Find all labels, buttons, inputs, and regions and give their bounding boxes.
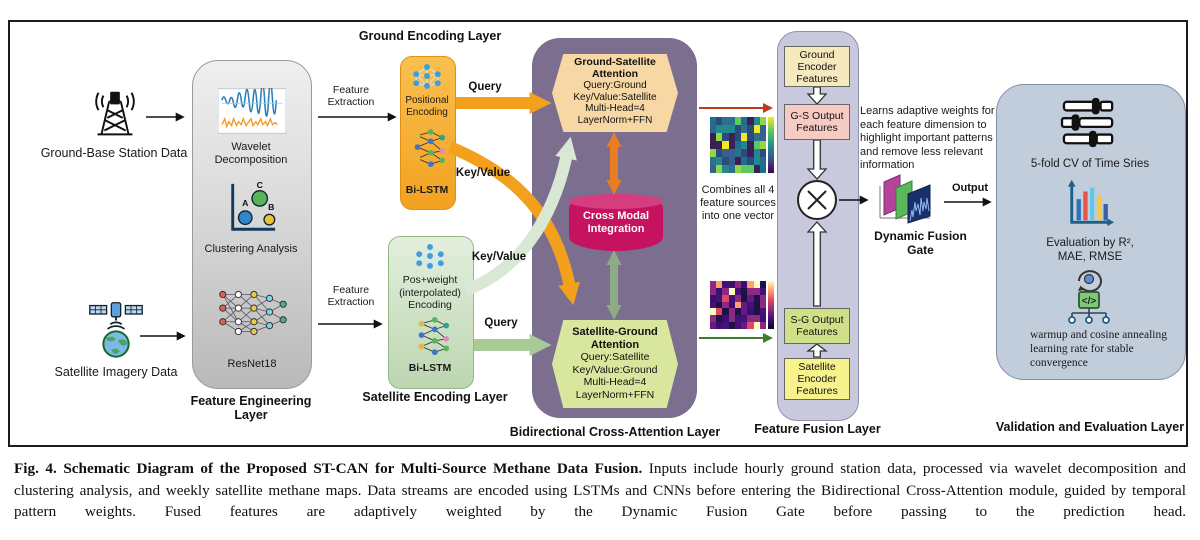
satellite-encoding-panel: [388, 236, 474, 389]
extraction-label-bottom: Feature Extraction: [327, 284, 375, 308]
sg-attention-line: LayerNorm+FFN: [575, 388, 655, 401]
cv-label: 5-fold CV of Time Sries: [1030, 158, 1150, 170]
viridis-colorbar: [768, 117, 774, 173]
sg-attention-line: Key/Value:Ground: [572, 363, 658, 376]
fusion-gate-icon: [797, 180, 837, 220]
fusion-block-arrows: [806, 86, 828, 358]
svg-text:C: C: [257, 180, 264, 190]
ground-station-icon: [95, 91, 135, 136]
ground-encoding-title: Ground Encoding Layer: [358, 29, 502, 43]
satellite-encoder-features-box: Satellite Encoder Features: [784, 358, 850, 400]
query-bottom-label: Query: [484, 317, 518, 329]
sg-output-features-box: S-G Output Features: [784, 308, 850, 344]
keyvalue-top-label: Key/Value: [455, 167, 511, 179]
ground-satellite-attention-hexagon: Ground-Satellite Attention Query:Ground …: [552, 54, 678, 132]
satellite-icon: [89, 302, 143, 358]
satellite-feature-heatmap: [710, 281, 774, 329]
clustering-icon: A C B: [231, 180, 276, 231]
svg-text:</>: </>: [1082, 296, 1097, 307]
evaluation-label-line1: Evaluation by R²,: [1046, 237, 1134, 249]
svg-text:B: B: [268, 202, 274, 212]
sg-attention-line: Multi-Head=4: [583, 376, 647, 388]
warmup-note: warmup and cosine annealing learning rat…: [1030, 329, 1167, 369]
output-label: Output: [951, 182, 989, 194]
ground-feature-heatmap: [710, 117, 774, 173]
resnet-icon: [219, 290, 287, 336]
wavelet-plot-icon: [218, 88, 286, 134]
caption-bold-title: Schematic Diagram of the Proposed ST-CAN…: [63, 460, 643, 477]
validation-title: Validation and Evaluation Layer: [995, 420, 1185, 434]
gs-attention-line: Key/Value:Satellite: [573, 91, 657, 103]
clustering-label: Clustering Analysis: [204, 243, 298, 255]
satellite-ground-attention-hexagon: Satellite-Ground Attention Query:Satelli…: [552, 320, 678, 408]
resnet-label: ResNet18: [227, 358, 277, 370]
ground-bilstm-icon: [414, 129, 446, 168]
cross-attention-title: Bidirectional Cross-Attention Layer: [509, 425, 721, 439]
sg-attention-heading: Satellite-Ground Attention: [572, 326, 658, 351]
satellite-pos-encoding-label: Pos+weight (interpolated) Encoding: [399, 274, 461, 311]
training-schedule-icon: </>: [1068, 270, 1110, 324]
satellite-encoding-title: Satellite Encoding Layer: [362, 390, 508, 404]
cross-validation-sliders-icon: [1060, 97, 1114, 148]
gs-output-features-box: G-S Output Features: [784, 104, 850, 140]
evaluation-label-line2: MAE, RMSE: [1057, 251, 1123, 263]
query-top-label: Query: [468, 81, 502, 93]
arrow-keyvalue-satellite: [463, 136, 577, 296]
positional-encoding-label: Positional Encoding: [405, 95, 449, 118]
gs-attention-line: Multi-Head=4: [585, 103, 645, 114]
satellite-bilstm-label: Bi-LSTM: [408, 362, 452, 374]
magma-colorbar: [768, 281, 774, 329]
cross-modal-integration-cylinder: Cross Modal Integration: [569, 194, 663, 251]
extraction-label-top: Feature Extraction: [327, 84, 375, 108]
wavelet-label: Wavelet Decomposition: [214, 141, 288, 166]
keyvalue-bottom-label: Key/Value: [471, 251, 527, 263]
gs-attention-line: Query:Ground: [583, 80, 647, 91]
satellite-bilstm-icon: [418, 317, 450, 356]
figure-caption: Fig. 4. Schematic Diagram of the Propose…: [14, 458, 1186, 523]
feature-engineering-title: Feature Engineering Layer: [190, 394, 312, 422]
ground-input-label: Ground-Base Station Data: [40, 146, 188, 160]
figure-frame: [8, 20, 1188, 447]
dynamic-fusion-gate-label: Dynamic Fusion Gate: [874, 229, 967, 257]
ground-bilstm-label: Bi-LSTM: [405, 184, 449, 196]
svg-text:A: A: [242, 198, 249, 208]
satellite-input-label: Satellite Imagery Data: [54, 365, 178, 379]
sg-attention-line: Query:Satellite: [580, 351, 650, 363]
caption-body: Inputs include hourly ground station dat…: [14, 460, 1187, 520]
ground-encoder-features-box: Ground Encoder Features: [784, 46, 850, 87]
cross-modal-integration-label: Cross Modal Integration: [582, 210, 649, 235]
feature-fusion-title: Feature Fusion Layer: [754, 422, 881, 436]
gs-attention-heading: Ground-Satellite Attention: [574, 56, 656, 80]
combine-note: Combines all 4 feature sources into one …: [700, 184, 776, 222]
adaptive-weights-note: Learns adaptive weights for each feature…: [860, 105, 995, 171]
caption-fig-number: Fig. 4.: [14, 460, 57, 477]
gs-attention-line: LayerNorm+FFN: [577, 114, 653, 126]
dynamic-fusion-gate-plot: [879, 174, 931, 224]
arrow-keyvalue-ground: [447, 141, 580, 306]
evaluation-barchart-icon: [1067, 179, 1115, 227]
satellite-pos-encoding-icon: [416, 244, 444, 269]
positional-encoding-icon: [413, 64, 441, 89]
